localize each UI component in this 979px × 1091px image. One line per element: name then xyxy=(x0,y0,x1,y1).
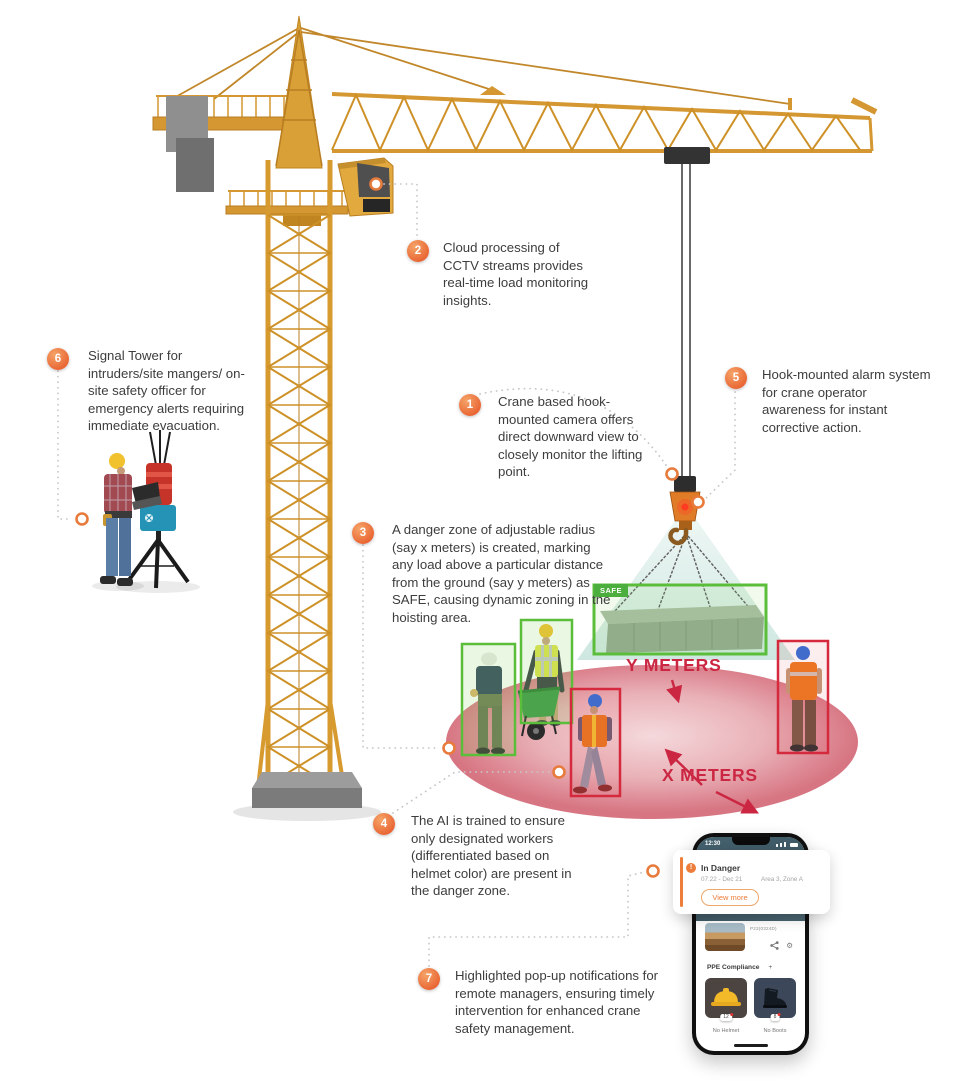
crane-stay-cables xyxy=(171,27,791,105)
red-bounding-box xyxy=(776,639,830,755)
no-helmet-label: No Helmet xyxy=(712,1028,740,1034)
callout-3-text: A danger zone of adjustable radius (say … xyxy=(392,522,611,625)
warning-icon: ! xyxy=(686,863,696,873)
worker-walking-orange-vest xyxy=(573,694,612,794)
ppe-cards: 12 No Helmet 8 No Boots xyxy=(705,978,796,1034)
callout-1-text: Crane based hook-mounted camera offers d… xyxy=(498,394,643,480)
notification-location: Area 3, Zone A xyxy=(761,876,804,883)
no-boots-card[interactable]: 8 No Boots xyxy=(754,978,796,1034)
leader-lines xyxy=(57,183,736,967)
leader-callout-6 xyxy=(57,370,73,520)
control-box xyxy=(140,505,176,531)
green-bounding-box xyxy=(460,642,517,757)
tower-apex xyxy=(275,15,323,169)
no-helmet-count: 12 xyxy=(723,1014,729,1020)
callout-6-number: 6 xyxy=(47,348,69,370)
alert-dot xyxy=(777,1012,781,1016)
signal-tower xyxy=(116,430,200,593)
no-boots-label: No Boots xyxy=(763,1028,787,1034)
counter-jib xyxy=(152,95,306,192)
operator-cab xyxy=(337,157,394,217)
no-boots-count-badge: 8 xyxy=(770,1012,781,1021)
add-icon[interactable]: + xyxy=(768,964,773,971)
marker-cab xyxy=(369,177,383,191)
ppe-compliance-header: PPE Compliance + xyxy=(707,964,772,971)
ppe-compliance-title: PPE Compliance xyxy=(707,964,760,971)
marker-notification xyxy=(646,864,660,878)
marker-signal-tower xyxy=(75,512,89,526)
notification-timestamp: 07:22 - Dec 21 xyxy=(701,876,743,883)
leader-callout-2 xyxy=(383,183,418,240)
callout-4-text: The AI is trained to ensure only designa… xyxy=(411,813,572,899)
danger-notification-card[interactable]: ! In Danger 07:22 - Dec 21 Area 3, Zone … xyxy=(673,850,830,914)
marker-danger-zone xyxy=(442,741,456,755)
callout-7-text: Highlighted pop-up notifications for rem… xyxy=(455,968,659,1036)
view-more-button[interactable]: View more xyxy=(701,889,759,906)
phone-status-time: 12:30 xyxy=(705,841,721,847)
tripod-legs xyxy=(124,538,190,589)
callout-1-number: 1 xyxy=(459,394,481,416)
tower-mast xyxy=(256,160,346,789)
callout-4-number: 4 xyxy=(373,813,395,835)
safe-label: SAFE xyxy=(594,584,629,597)
marker-hook-alarm xyxy=(691,495,705,509)
phone-status-bar: 12:30 xyxy=(696,837,805,849)
alert-dot xyxy=(729,1012,734,1016)
settings-gear-icon[interactable]: ⚙ xyxy=(786,941,793,950)
no-helmet-image[interactable] xyxy=(705,978,747,1018)
measurement-arrows xyxy=(664,679,760,814)
callout-6-text: Signal Tower for intruders/site mangers/… xyxy=(88,348,245,434)
x-meters-arrow-upleft xyxy=(664,748,703,786)
marker-worker xyxy=(552,765,566,779)
helmet-icon xyxy=(711,988,741,1006)
red-bounding-box xyxy=(569,687,622,798)
x-meters-label: X METERS xyxy=(662,765,758,785)
y-meters-arrow xyxy=(666,679,683,704)
hook-block xyxy=(658,476,712,546)
callout-7-number: 7 xyxy=(418,968,440,990)
home-indicator[interactable] xyxy=(733,1044,768,1047)
crane-hook xyxy=(668,527,689,546)
callout-2-text: Cloud processing of CCTV streams provide… xyxy=(443,240,589,308)
concrete-base xyxy=(252,772,362,808)
ring-markers xyxy=(75,177,705,878)
notification-accent-bar xyxy=(680,857,683,907)
boot-icon xyxy=(763,988,787,1008)
worker-white-helmet xyxy=(470,652,505,755)
marker-hook-camera xyxy=(665,467,679,481)
callout-5-text: Hook-mounted alarm system for crane oper… xyxy=(762,367,931,435)
callout-3-number: 3 xyxy=(352,522,374,544)
load-beam xyxy=(600,605,764,653)
worker-wheelbarrow xyxy=(517,624,565,740)
site-officer-with-laptop xyxy=(92,453,162,591)
alarm-light xyxy=(681,503,689,511)
leader-callout-5 xyxy=(703,391,736,501)
no-helmet-count-badge: 12 xyxy=(720,1012,734,1021)
no-boots-count: 8 xyxy=(773,1014,777,1020)
lifting-chains xyxy=(613,535,753,620)
green-bounding-box xyxy=(519,618,574,725)
site-snapshot-thumbnail[interactable] xyxy=(705,923,745,951)
hoist-ropes xyxy=(681,164,691,478)
snapshot-id: P23(0324D) xyxy=(750,926,777,931)
trolley xyxy=(664,147,710,164)
leader-callout-3 xyxy=(362,544,441,749)
status-icons xyxy=(776,842,798,847)
x-meters-arrow-downright xyxy=(715,790,760,814)
callout-5-number: 5 xyxy=(725,367,747,389)
phone-notch xyxy=(731,837,770,845)
callout-2-number: 2 xyxy=(407,240,429,262)
share-icon[interactable] xyxy=(770,937,779,955)
antennas xyxy=(149,430,171,466)
no-helmet-card[interactable]: 12 No Helmet xyxy=(705,978,747,1034)
no-boots-image[interactable] xyxy=(754,978,796,1018)
counterweight-block xyxy=(176,138,214,192)
crane-illustration xyxy=(152,15,878,821)
wheelbarrow xyxy=(518,688,560,718)
main-jib xyxy=(331,86,878,153)
y-meters-label: Y METERS xyxy=(626,655,722,675)
notification-title: In Danger xyxy=(701,863,741,873)
worker-orange-shirt xyxy=(786,646,822,752)
